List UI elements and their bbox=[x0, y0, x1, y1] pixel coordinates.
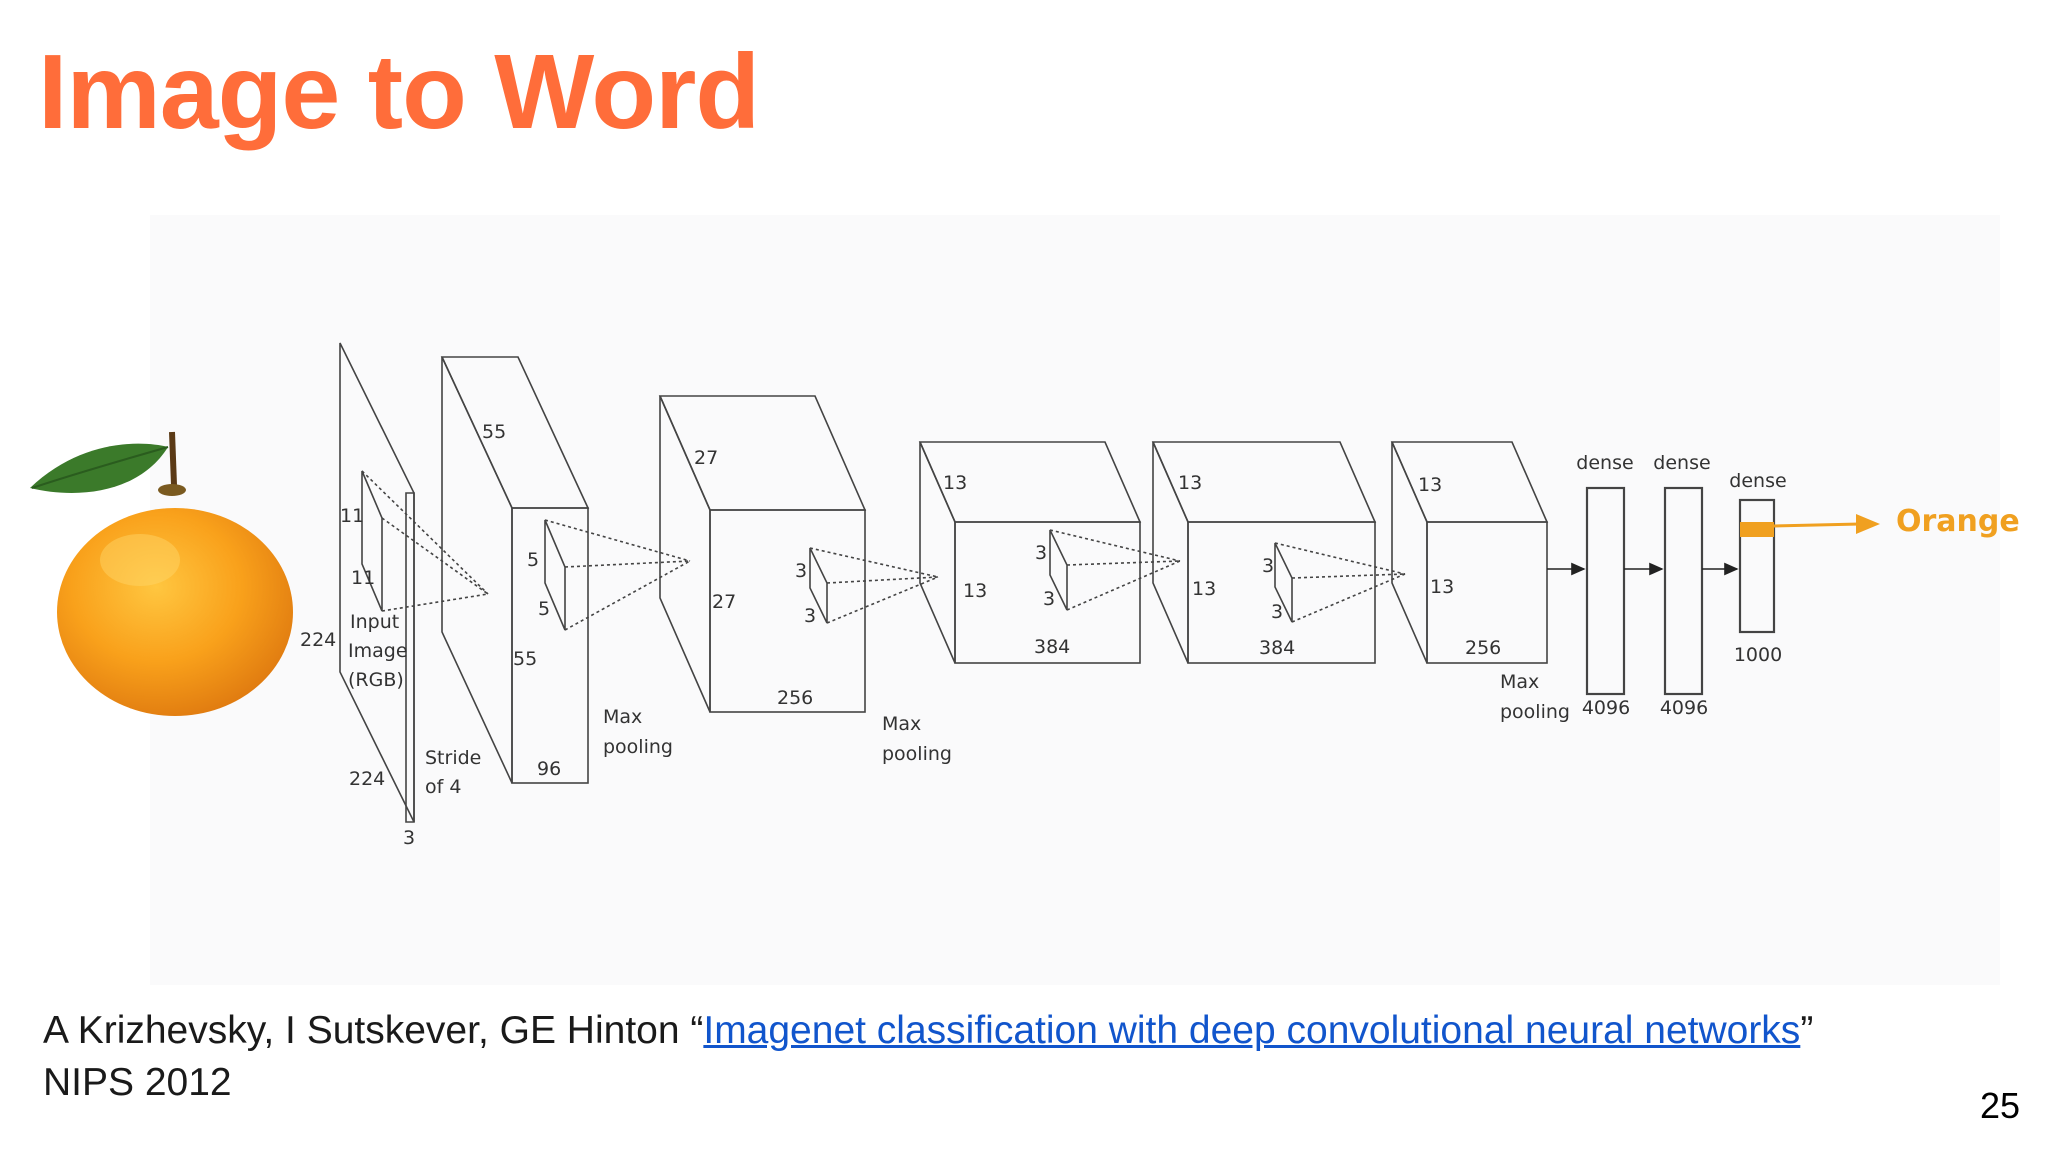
conv2-kernel-a: 3 bbox=[795, 560, 807, 582]
dense-layer-3 bbox=[1738, 498, 1776, 634]
pool2-line1: Max bbox=[882, 713, 921, 735]
output-highlight bbox=[1740, 522, 1774, 537]
slide-title: Image to Word bbox=[38, 33, 760, 151]
conv1-depth: 96 bbox=[537, 758, 561, 780]
input-height: 224 bbox=[300, 629, 336, 651]
conv1-side: 55 bbox=[513, 648, 537, 670]
dense3-label: dense bbox=[1729, 470, 1786, 492]
conv3-top: 13 bbox=[943, 472, 967, 494]
input-image-plane bbox=[339, 342, 489, 823]
dense-layer-2 bbox=[1663, 486, 1704, 696]
pool3-line1: Max bbox=[1500, 671, 1539, 693]
input-depth: 3 bbox=[403, 827, 415, 849]
input-kernel-h: 11 bbox=[340, 505, 364, 527]
pool1-line2: pooling bbox=[603, 736, 673, 758]
conv1-kernel-b: 5 bbox=[538, 598, 550, 620]
conv2-side: 27 bbox=[712, 591, 736, 613]
input-width: 224 bbox=[349, 768, 385, 790]
stride-line2: of 4 bbox=[425, 776, 461, 798]
conv1-kernel-a: 5 bbox=[527, 549, 539, 571]
diagram-background bbox=[150, 215, 2000, 985]
conv5-block bbox=[1390, 441, 1549, 664]
conv4-side: 13 bbox=[1192, 578, 1216, 600]
input-label-line2: Image bbox=[348, 640, 408, 662]
conv2-depth: 256 bbox=[777, 687, 813, 709]
pool1-line1: Max bbox=[603, 706, 642, 728]
output-label: Orange bbox=[1896, 504, 2020, 539]
dense3-size: 1000 bbox=[1734, 644, 1782, 666]
dense2-size: 4096 bbox=[1660, 697, 1708, 719]
conv3-block bbox=[918, 441, 1181, 664]
conv3-kernel-a: 3 bbox=[1035, 542, 1047, 564]
citation-venue: NIPS 2012 bbox=[43, 1061, 232, 1104]
conv1-block bbox=[440, 356, 691, 784]
dense2-label: dense bbox=[1653, 452, 1710, 474]
conv5-depth: 256 bbox=[1465, 637, 1501, 659]
conv5-side: 13 bbox=[1430, 576, 1454, 598]
conv4-kernel-a: 3 bbox=[1262, 555, 1274, 577]
conv2-top: 27 bbox=[694, 447, 718, 469]
conv3-side: 13 bbox=[963, 580, 987, 602]
output-arrow-line bbox=[1773, 522, 1861, 528]
orange-fruit-image bbox=[30, 431, 293, 716]
citation: A Krizhevsky, I Sutskever, GE Hinton “Im… bbox=[43, 1005, 1813, 1109]
input-label-line3: (RGB) bbox=[348, 669, 404, 691]
dense1-size: 4096 bbox=[1582, 697, 1630, 719]
conv2-kernel-b: 3 bbox=[804, 605, 816, 627]
citation-line1: A Krizhevsky, I Sutskever, GE Hinton “Im… bbox=[43, 1005, 1813, 1057]
conv5-top: 13 bbox=[1418, 474, 1442, 496]
conv1-top: 55 bbox=[482, 421, 506, 443]
conv3-kernel-b: 3 bbox=[1043, 588, 1055, 610]
dense-layer-1 bbox=[1585, 486, 1626, 696]
input-label-line1: Input bbox=[350, 611, 399, 633]
conv2-block bbox=[658, 395, 939, 713]
pool3-line2: pooling bbox=[1500, 701, 1570, 723]
citation-authors: A Krizhevsky, I Sutskever, GE Hinton “ bbox=[43, 1009, 704, 1052]
citation-close-quote: ” bbox=[1800, 1009, 1814, 1052]
conv3-depth: 384 bbox=[1034, 636, 1070, 658]
stride-line1: Stride bbox=[425, 747, 481, 769]
dense1-label: dense bbox=[1576, 452, 1633, 474]
pool2-line2: pooling bbox=[882, 743, 952, 765]
output-arrow-head bbox=[1856, 514, 1880, 534]
conv4-block bbox=[1151, 441, 1406, 664]
paper-link[interactable]: Imagenet classification with deep convol… bbox=[703, 1009, 1801, 1052]
conv4-top: 13 bbox=[1178, 472, 1202, 494]
conv4-depth: 384 bbox=[1259, 637, 1295, 659]
input-kernel-w: 11 bbox=[351, 567, 375, 589]
conv4-kernel-b: 3 bbox=[1271, 601, 1283, 623]
page-number: 25 bbox=[1979, 1085, 2020, 1126]
